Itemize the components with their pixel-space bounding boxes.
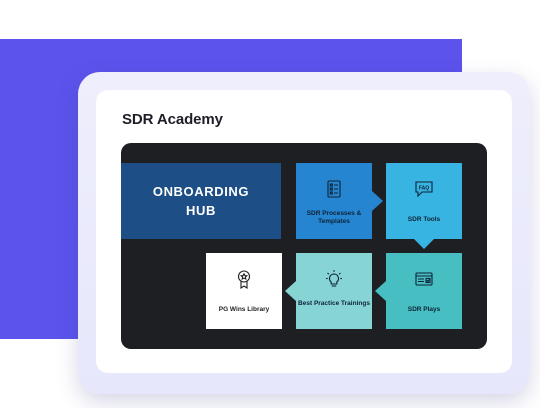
onboarding-hub-tile[interactable]: ONBOARDING HUB [121,163,281,239]
award-ribbon-icon [237,270,251,289]
sdr-processes-templates-label: SDR Processes & Templates [306,210,362,225]
onboarding-flow-panel: ONBOARDING HUB SDR Processes & Templates… [121,143,487,349]
lightbulb-icon [326,270,342,287]
sdr-tools-tile[interactable]: FAQ SDR Tools [386,163,462,239]
sdr-plays-label: SDR Plays [407,306,441,313]
browser-window-icon [415,272,433,286]
onboarding-hub-title: ONBOARDING HUB [152,184,250,218]
sdr-tools-label: SDR Tools [407,216,441,223]
faq-icon-text: FAQ [419,186,429,192]
flow-arrow-down [414,239,434,249]
checklist-icon [327,180,341,198]
pg-wins-library-tile[interactable]: PG Wins Library [206,253,282,329]
flow-arrow-left [375,281,386,301]
flow-arrow-left [285,281,296,301]
faq-bubble-icon: FAQ [415,181,433,198]
sdr-plays-tile[interactable]: SDR Plays [386,253,462,329]
card-title: SDR Academy [122,111,223,128]
sdr-processes-templates-tile[interactable]: SDR Processes & Templates [296,163,372,239]
best-practice-trainings-tile[interactable]: Best Practice Trainings [296,253,372,329]
flow-arrow-right [372,191,383,211]
best-practice-trainings-label: Best Practice Trainings [298,300,370,307]
pg-wins-library-label: PG Wins Library [218,306,270,313]
